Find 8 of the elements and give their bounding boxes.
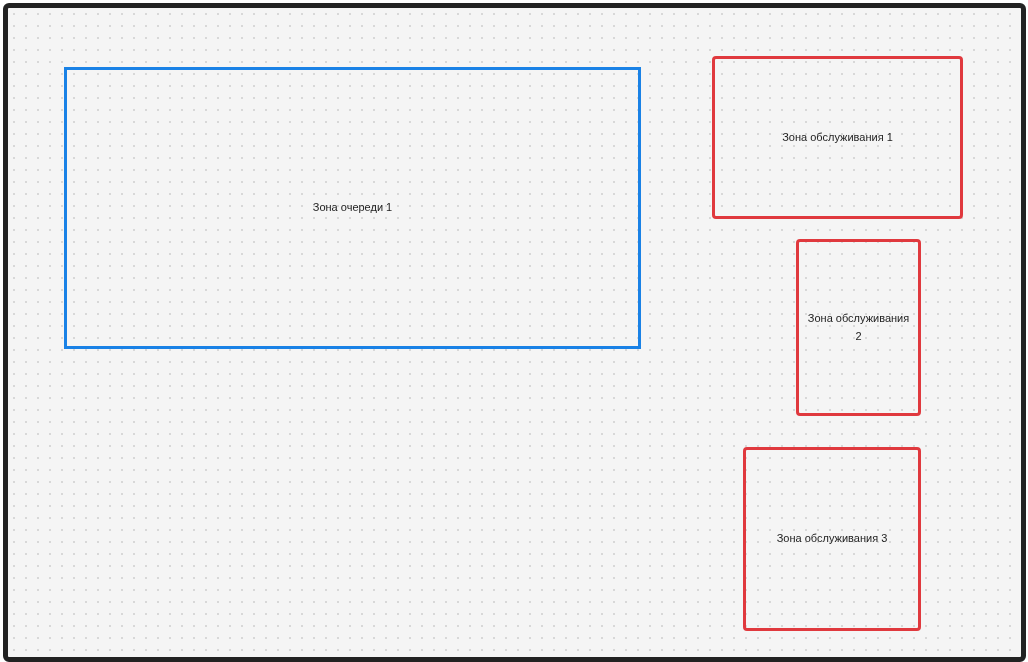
zone-box	[64, 67, 641, 349]
zone-box	[743, 447, 921, 631]
zone-box	[796, 239, 921, 416]
zone-label: Зона очереди 1	[312, 200, 393, 216]
zone-label: Зона обслуживания 1	[782, 129, 893, 145]
zone-label: Зона обслуживания 2	[806, 310, 911, 344]
zone-box	[712, 56, 963, 219]
zone-label: Зона обслуживания 3	[776, 531, 888, 547]
